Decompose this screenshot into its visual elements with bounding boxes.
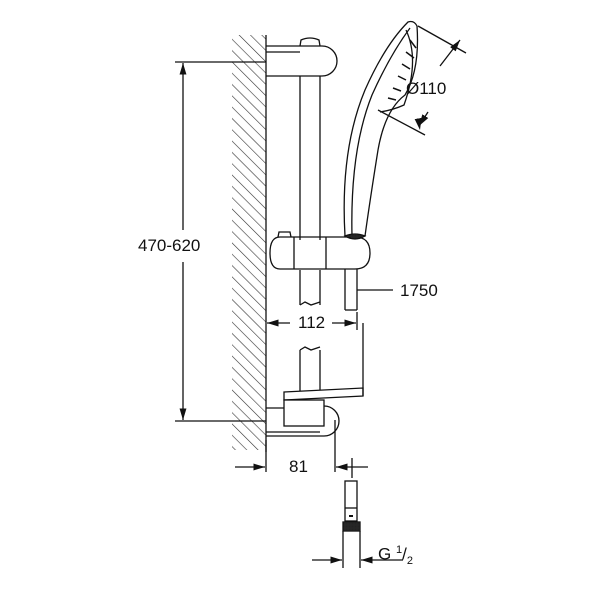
hose-length-label: 1750 xyxy=(400,281,438,300)
height-dimension xyxy=(175,61,266,422)
bottom-bracket xyxy=(266,323,364,472)
thread-label: G 1/2 xyxy=(378,545,413,567)
head-diameter-dimension xyxy=(377,25,467,136)
rail xyxy=(299,76,321,392)
slider xyxy=(269,231,371,270)
hose xyxy=(344,269,358,311)
bracket-projection-label: 81 xyxy=(289,457,308,476)
hand-shower xyxy=(343,20,419,240)
rail-projection-label: 112 xyxy=(296,313,328,332)
rail-projection-dimension xyxy=(267,312,358,330)
thread-slash: / xyxy=(402,544,407,564)
hose-fitting xyxy=(342,480,361,568)
thread-numerator: 1 xyxy=(395,544,403,556)
thread-letter: G xyxy=(378,544,392,564)
wall xyxy=(232,35,267,452)
top-bracket xyxy=(266,37,338,77)
bracket-projection-dimension xyxy=(235,440,368,478)
thread-denominator: 2 xyxy=(406,555,413,568)
head-diameter-label: Ø110 xyxy=(406,79,447,98)
height-range-label: 470-620 xyxy=(138,236,201,255)
